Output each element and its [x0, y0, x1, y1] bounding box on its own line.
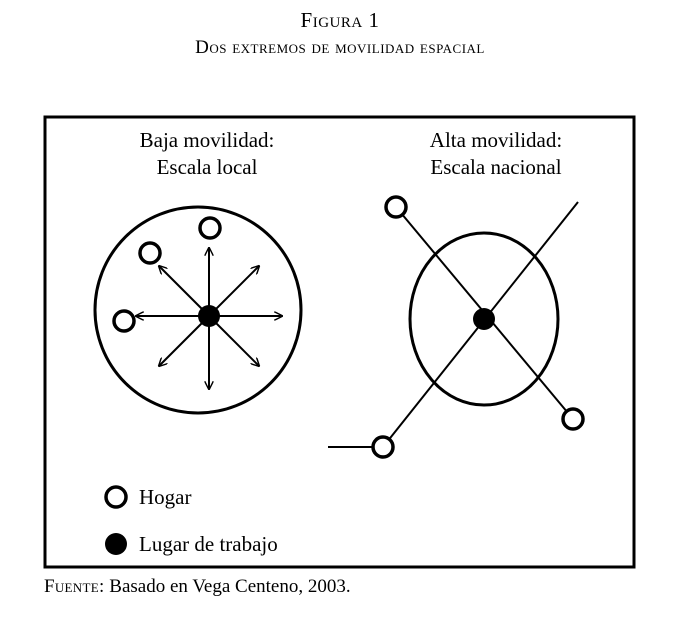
workplace-marker-local: [198, 305, 220, 327]
home-marker-local-1: [198, 216, 222, 240]
legend-work-label: Lugar de trabajo: [139, 532, 278, 556]
legend-home-icon: [104, 485, 128, 509]
local-area-ellipse: [408, 231, 560, 407]
legend: Hogar Lugar de trabajo: [104, 485, 278, 556]
home-marker-national-1: [384, 195, 408, 219]
home-marker-national-3: [371, 435, 395, 459]
low-mobility-heading: Baja movilidad:: [140, 128, 275, 152]
high-mobility-scale: Escala nacional: [430, 155, 561, 179]
low-mobility-panel: [93, 205, 303, 415]
legend-home-label: Hogar: [139, 485, 191, 509]
home-marker-local-3: [112, 309, 136, 333]
local-area-circle: [93, 205, 303, 415]
arrow-southwest: [159, 315, 210, 366]
arrow-northeast: [208, 266, 259, 317]
arrow-northwest: [159, 266, 210, 317]
high-mobility-panel: [328, 195, 585, 459]
home-marker-national-2: [561, 407, 585, 431]
high-mobility-heading: Alta movilidad:: [430, 128, 562, 152]
figure-title: Dos extremos de movilidad espacial: [195, 37, 485, 58]
workplace-marker-national: [473, 308, 495, 330]
figure-number: Figura 1: [300, 8, 380, 32]
low-mobility-scale: Escala local: [157, 155, 258, 179]
legend-work-icon: [105, 533, 127, 555]
figure-frame: [43, 115, 636, 569]
source-note: Fuente: Basado en Vega Centeno, 2003.: [44, 576, 351, 598]
arrow-southeast: [208, 315, 259, 366]
home-marker-local-2: [138, 241, 162, 265]
source-label: Fuente:: [44, 576, 105, 597]
source-text: Basado en Vega Centeno, 2003.: [109, 576, 351, 597]
